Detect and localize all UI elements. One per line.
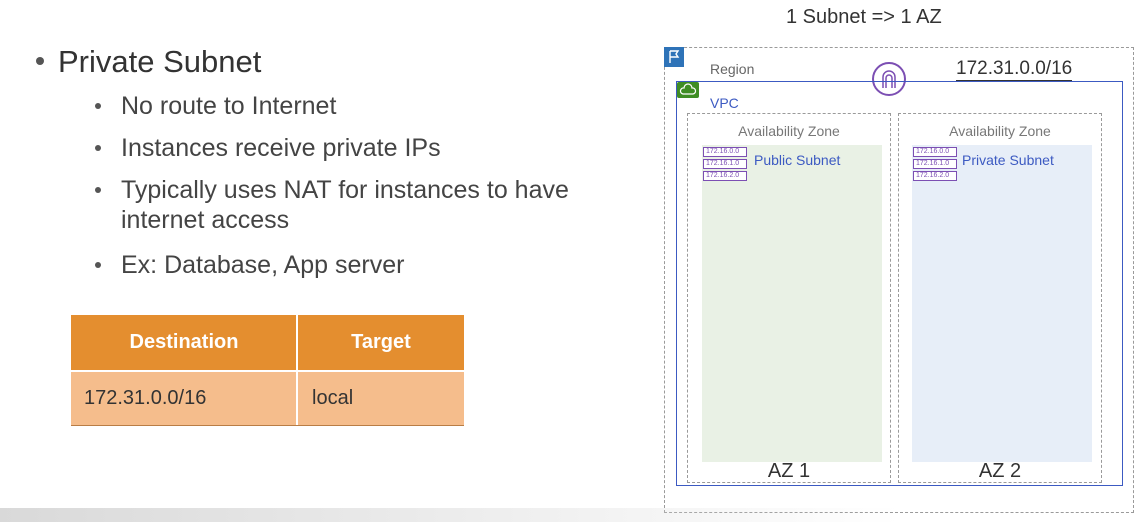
region-label: Region bbox=[710, 61, 755, 77]
footer-decoration bbox=[0, 508, 900, 522]
bullet-dot bbox=[95, 187, 101, 193]
route-table-header bbox=[71, 315, 464, 371]
subnet-ip-chip: 172.16.0.0 bbox=[913, 147, 957, 157]
bullet-dot bbox=[95, 103, 101, 109]
az1-footer: AZ 1 bbox=[767, 460, 811, 482]
table-cell-target: local bbox=[312, 387, 354, 409]
private-subnet-label: Private Subnet bbox=[962, 152, 1054, 168]
bullet-text: Instances receive private IPs bbox=[121, 134, 441, 162]
vpc-box bbox=[676, 81, 1123, 486]
subnet-ip-chip: 172.16.2.0 bbox=[913, 171, 957, 181]
vpc-cloud-icon bbox=[677, 82, 699, 98]
bullet-title-text: Private Subnet bbox=[58, 44, 262, 79]
availability-zone-2 bbox=[898, 113, 1102, 483]
bullet-dot bbox=[95, 262, 101, 268]
bullet-text: No route to Internet bbox=[121, 92, 337, 120]
region-cidr: 172.31.0.0/16 bbox=[956, 58, 1073, 81]
region-flag-icon bbox=[664, 47, 684, 67]
diagram-note: 1 Subnet => 1 AZ bbox=[786, 6, 942, 28]
vpc-label: VPC bbox=[710, 95, 739, 111]
subnet-ip-chip: 172.16.1.0 bbox=[913, 159, 957, 169]
az2-footer: AZ 2 bbox=[978, 460, 1022, 482]
bullet-dot bbox=[95, 145, 101, 151]
bullet-title: Private Subnet bbox=[36, 44, 261, 80]
table-bottom-border bbox=[71, 425, 464, 426]
public-subnet-area bbox=[702, 145, 882, 462]
bullet-text: Ex: Database, App server bbox=[121, 251, 405, 279]
availability-zone-1 bbox=[687, 113, 891, 483]
az2-title: Availability Zone bbox=[949, 123, 1051, 139]
subnet-ip-chip: 172.16.0.0 bbox=[703, 147, 747, 157]
bullet-text: internet access bbox=[121, 206, 290, 234]
bullet-dot bbox=[36, 56, 44, 65]
subnet-ip-chip: 172.16.1.0 bbox=[703, 159, 747, 169]
public-subnet-label: Public Subnet bbox=[754, 152, 841, 168]
table-header-target: Target bbox=[351, 331, 411, 353]
az1-title: Availability Zone bbox=[738, 123, 840, 139]
table-cell-destination: 172.31.0.0/16 bbox=[84, 387, 207, 409]
internet-gateway-icon bbox=[872, 62, 906, 96]
route-table-row bbox=[71, 371, 464, 425]
table-divider bbox=[71, 370, 464, 372]
bullet-text: Typically uses NAT for instances to have bbox=[121, 176, 569, 204]
private-subnet-area bbox=[912, 145, 1092, 462]
table-header-destination: Destination bbox=[129, 331, 239, 353]
subnet-ip-chip: 172.16.2.0 bbox=[703, 171, 747, 181]
